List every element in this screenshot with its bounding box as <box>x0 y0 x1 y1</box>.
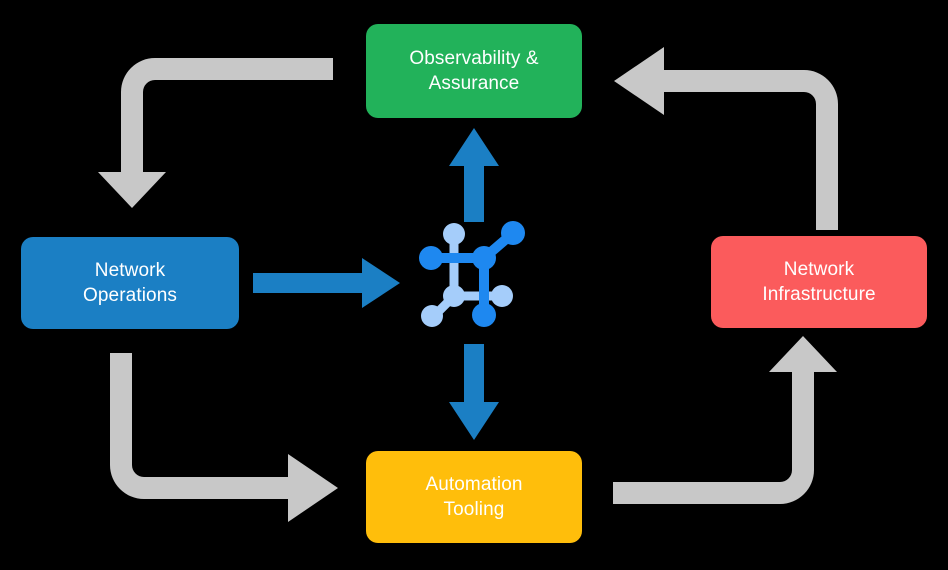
center-arrow-down <box>449 344 499 440</box>
node-box-observability[interactable]: Observability & Assurance <box>366 24 582 118</box>
center-arrow-up <box>449 128 499 222</box>
node-label-network-infrastructure: Network Infrastructure <box>762 258 876 305</box>
node-label-network-operations: Network Operations <box>83 259 177 306</box>
node-box-automation-tooling[interactable]: Automation Tooling <box>366 451 582 543</box>
network-topology-icon <box>419 221 525 327</box>
node-box-network-operations[interactable]: Network Operations <box>21 237 239 329</box>
network-icon-light-nodes <box>421 223 513 327</box>
cycle-arrow-infrastructure-to-observability <box>614 47 838 230</box>
cycle-arrow-automation-to-infrastructure <box>613 336 837 504</box>
cycle-arrow-observability-to-operations <box>98 58 333 208</box>
node-label-automation-tooling: Automation Tooling <box>425 473 523 520</box>
center-arrow-right <box>253 258 400 308</box>
node-label-observability: Observability & Assurance <box>409 47 539 94</box>
node-box-network-infrastructure[interactable]: Network Infrastructure <box>711 236 927 328</box>
network-icon-primary-nodes <box>419 221 525 327</box>
cycle-arrow-operations-to-automation <box>110 353 338 522</box>
